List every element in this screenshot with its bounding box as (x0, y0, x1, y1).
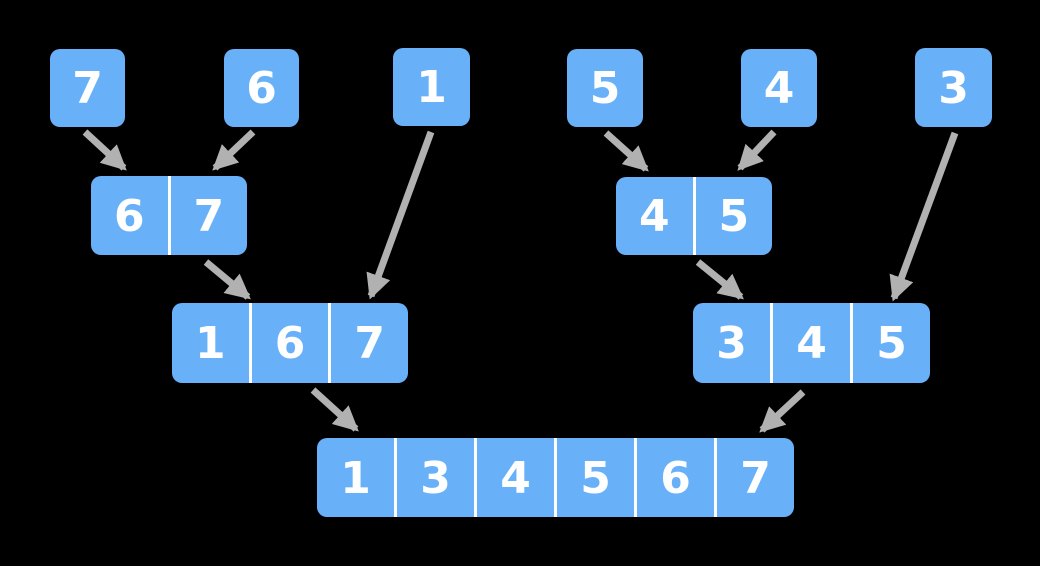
array-cell: 7 (714, 438, 794, 517)
arrow-5-to-pair45 (603, 130, 649, 172)
array-cell: 3 (915, 48, 992, 127)
array-cell: 4 (741, 49, 817, 127)
array-cell: 6 (248, 303, 329, 383)
arrow-pair67-to-triple167 (203, 259, 251, 300)
array-box-single-3: 3 (915, 48, 992, 127)
array-cell: 7 (167, 176, 247, 255)
array-cell: 1 (172, 303, 249, 383)
arrow-3-to-triple345 (889, 131, 959, 302)
array-cell: 3 (394, 438, 474, 517)
array-cell: 6 (634, 438, 714, 517)
array-cell: 6 (91, 176, 168, 255)
arrow-6-to-pair67 (212, 129, 256, 171)
array-box-single-7: 7 (50, 49, 125, 127)
arrow-triple345-to-merged (759, 389, 806, 433)
array-cell: 5 (567, 49, 643, 127)
array-cell: 7 (50, 49, 125, 127)
arrow-triple167-to-merged (310, 387, 359, 432)
array-cell: 1 (317, 438, 394, 517)
arrow-pair45-to-triple345 (695, 259, 744, 300)
array-cell: 6 (224, 49, 299, 127)
array-cell: 3 (693, 303, 770, 383)
array-cell: 4 (770, 303, 850, 383)
array-box-single-1: 1 (393, 48, 470, 126)
array-box-single-5: 5 (567, 49, 643, 127)
arrow-1-to-triple167 (366, 130, 435, 300)
array-cell: 4 (474, 438, 554, 517)
arrow-4-to-pair45 (737, 129, 777, 171)
array-cell: 5 (692, 177, 772, 255)
array-cell: 5 (850, 303, 930, 383)
array-box-single-4: 4 (741, 49, 817, 127)
array-cell: 5 (554, 438, 634, 517)
array-cell: 4 (616, 177, 693, 255)
array-cell: 7 (328, 303, 408, 383)
array-cell: 1 (393, 48, 470, 126)
arrow-7-to-pair67 (82, 129, 127, 171)
array-box-single-6: 6 (224, 49, 299, 127)
